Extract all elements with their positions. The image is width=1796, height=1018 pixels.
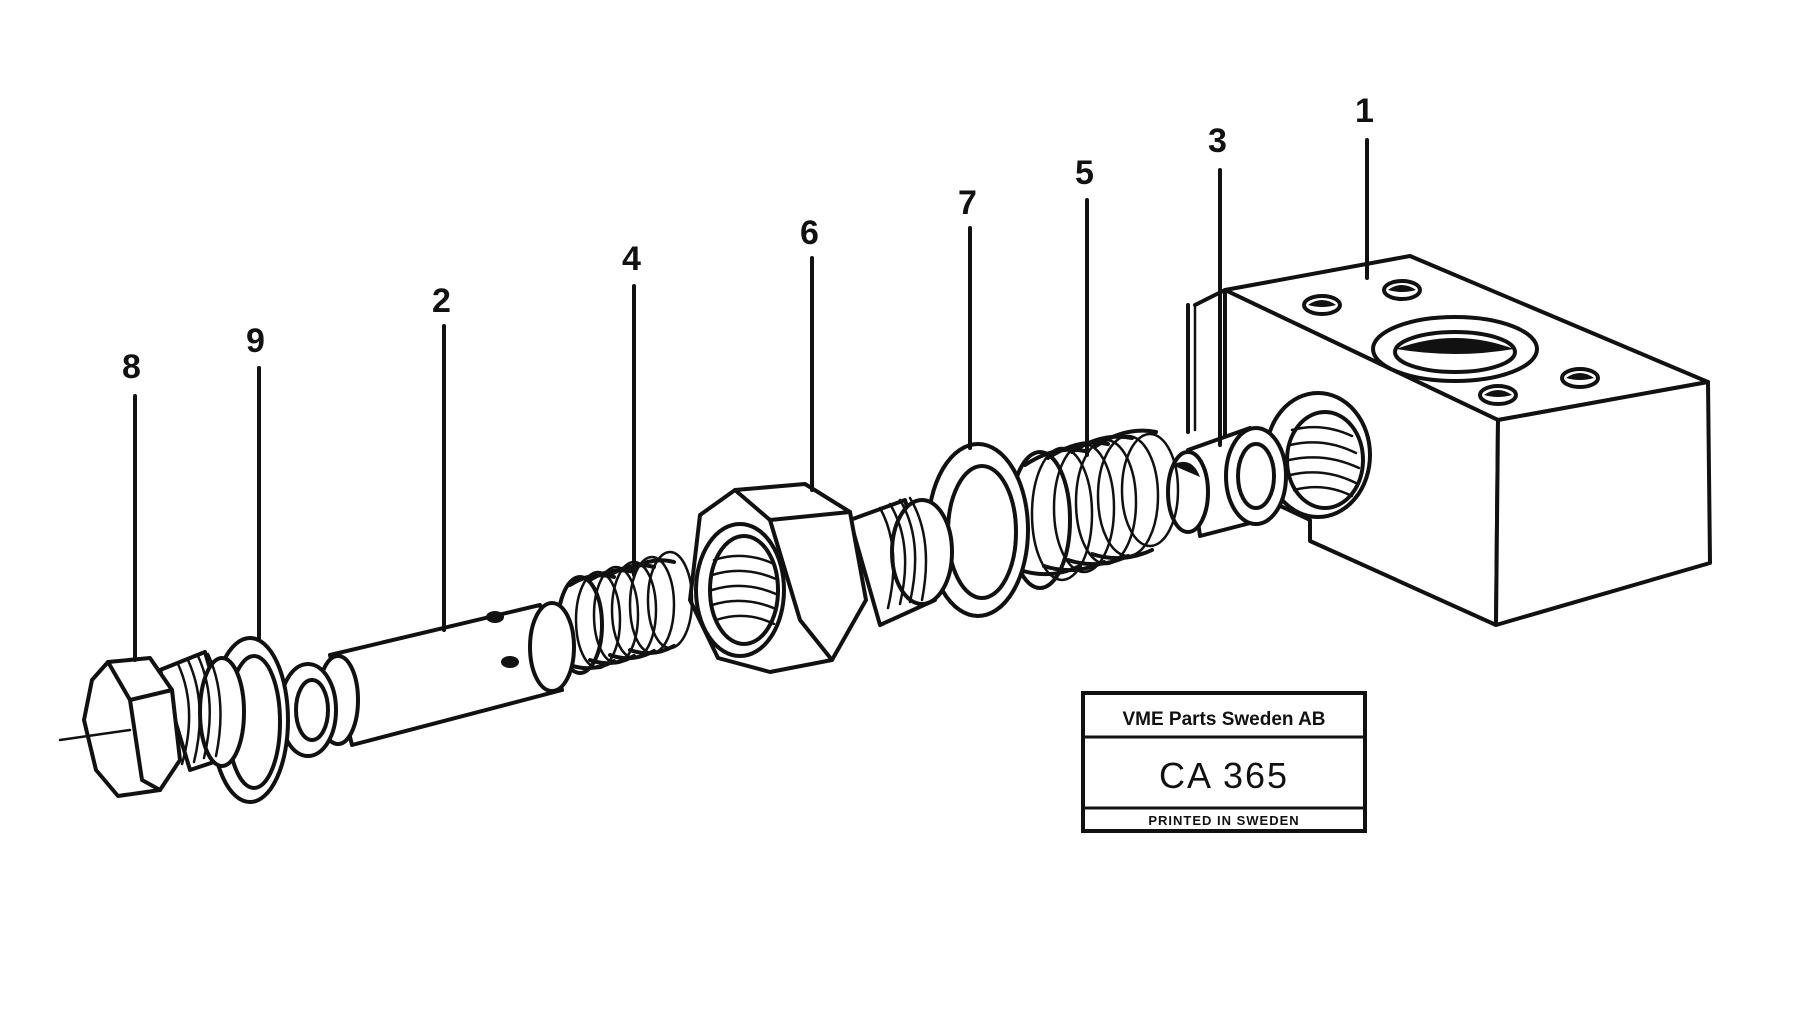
callout-6: 6 [800, 214, 819, 252]
callout-2: 2 [432, 282, 451, 320]
part-3-valve-seat [1166, 426, 1288, 538]
part-1-housing-block [1186, 254, 1712, 627]
callout-labels: 1 2 3 4 5 6 7 8 9 [122, 92, 1374, 386]
callout-7: 7 [958, 184, 977, 222]
part-8-hex-plug [58, 650, 246, 798]
stamp-printed: PRINTED IN SWEDEN [1148, 813, 1299, 828]
part-6-hex-nut [688, 482, 954, 674]
callout-3: 3 [1208, 122, 1227, 160]
part-5-large-spring [1008, 428, 1180, 590]
part-2-spool [278, 601, 576, 758]
callout-8: 8 [122, 348, 141, 386]
stamp-company: VME Parts Sweden AB [1122, 709, 1325, 730]
callout-4: 4 [622, 240, 641, 278]
callout-1: 1 [1355, 92, 1374, 130]
part-4-small-spring [556, 550, 694, 675]
callout-5: 5 [1075, 154, 1094, 192]
callout-9: 9 [246, 322, 265, 360]
stamp-code: CA 365 [1159, 755, 1289, 796]
leader-lines [133, 138, 1369, 662]
parts-stamp: VME Parts Sweden AB CA 365 PRINTED IN SW… [1081, 691, 1367, 833]
